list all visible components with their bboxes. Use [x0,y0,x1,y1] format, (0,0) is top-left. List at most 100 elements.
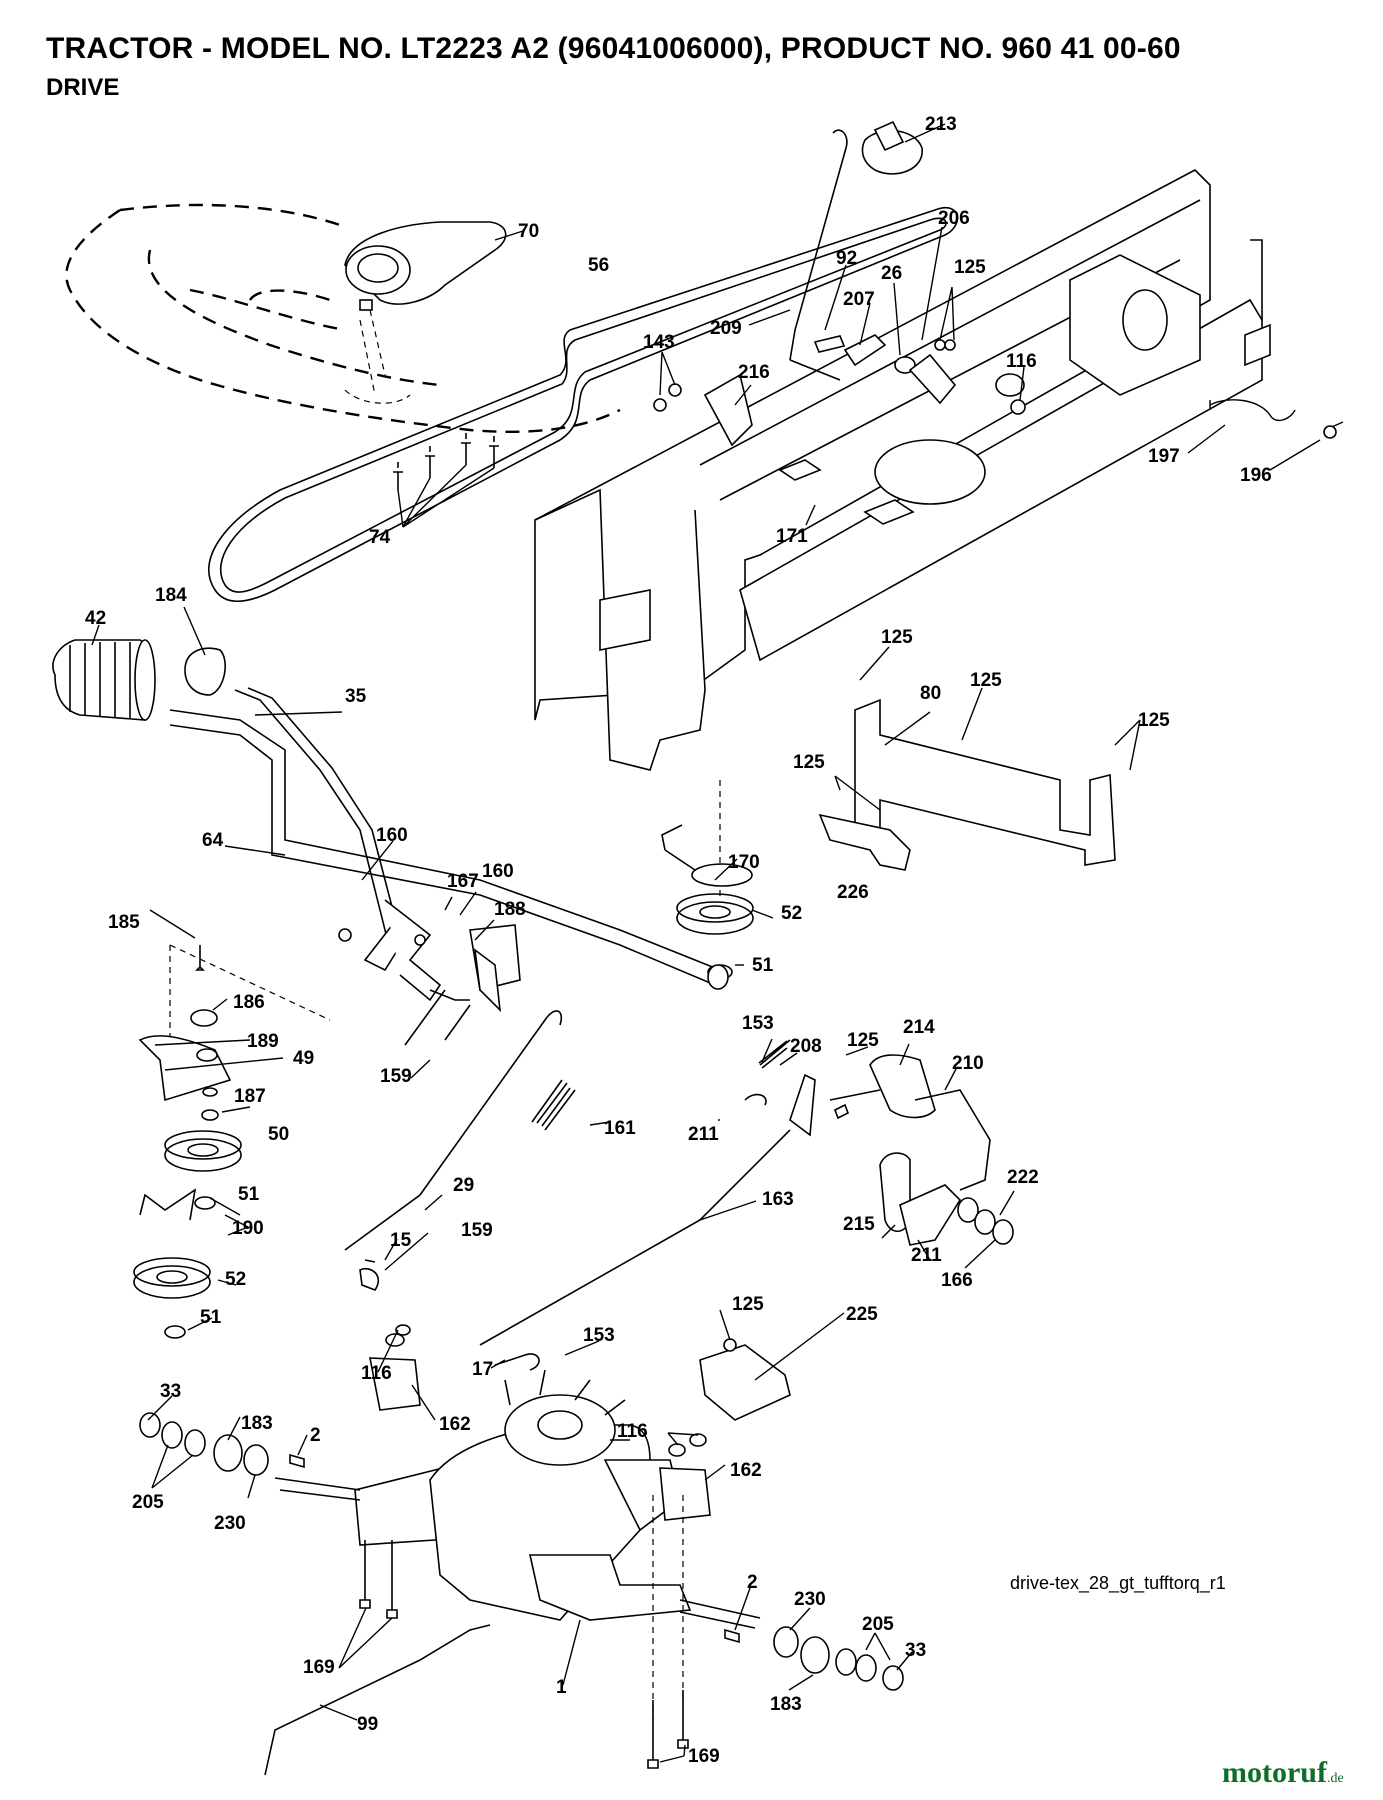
callout-230-left: 230 [214,1513,246,1534]
callout-1: 1 [556,1677,567,1698]
page-title: TRACTOR - MODEL NO. LT2223 A2 (960410060… [46,32,1181,65]
callout-52-upper: 52 [781,903,802,924]
callout-189: 189 [247,1031,279,1052]
callout-116-right: 116 [617,1421,648,1442]
belt-guide [344,221,507,376]
tractor-frame [534,169,1344,771]
callout-42: 42 [85,608,106,629]
callout-70: 70 [518,221,539,242]
callout-213: 213 [925,114,957,135]
drive-belt [208,207,959,602]
callout-125-top: 125 [954,257,986,278]
callout-207: 207 [843,289,875,310]
callout-183-right: 183 [770,1694,802,1715]
callout-208: 208 [790,1036,822,1057]
callout-143: 143 [643,332,675,353]
callout-leaders [91,123,1321,1763]
callout-161: 161 [604,1118,636,1139]
callout-64: 64 [202,830,224,851]
callout-170: 170 [728,852,760,873]
callout-29: 29 [453,1175,474,1196]
callout-230-right: 230 [794,1589,826,1610]
callout-214: 214 [903,1017,935,1038]
callout-186: 186 [233,992,265,1013]
callout-184: 184 [155,585,187,606]
rod-bracket [699,1338,791,1421]
callout-211-a: 211 [688,1124,719,1145]
mounting-brackets [719,698,1116,900]
callout-210: 210 [952,1053,984,1074]
callout-190: 190 [232,1218,264,1239]
transaxle-bolts [359,1495,689,1769]
callout-labels: 213 70 56 206 92 26 125 207 209 143 216 … [85,114,1272,1767]
callout-185: 185 [108,912,140,933]
callout-206: 206 [938,208,970,229]
callout-51-lower: 51 [200,1307,222,1328]
callout-211-b: 211 [911,1245,942,1266]
callout-52-lower: 52 [225,1269,246,1290]
callout-226: 226 [837,882,869,903]
callout-56: 56 [588,255,609,276]
callout-125-bracket-c: 125 [1138,710,1170,731]
callout-116-left: 116 [361,1363,392,1384]
callout-163: 163 [762,1189,794,1210]
callout-153-b: 153 [583,1325,615,1346]
watermark-tld: .de [1326,1771,1344,1786]
callout-162-left: 162 [439,1414,471,1435]
callout-197: 197 [1148,446,1180,467]
callout-159-b: 159 [461,1220,493,1241]
callout-187: 187 [234,1086,266,1107]
callout-33-left: 33 [160,1381,181,1402]
callout-116-frame: 116 [1006,351,1037,372]
section-subtitle: DRIVE [46,74,120,101]
callout-51-mid: 51 [238,1184,260,1205]
callout-169-left: 169 [303,1657,335,1678]
callout-171: 171 [776,526,808,547]
callout-166: 166 [941,1270,973,1291]
left-axle-hardware [139,1324,411,1476]
callout-99: 99 [357,1714,378,1735]
callout-125-bracket-b: 125 [970,670,1002,691]
watermark-name: motoruf [1222,1756,1327,1789]
brake-pedals [789,1054,1014,1246]
callout-222: 222 [1007,1167,1039,1188]
callout-215: 215 [843,1214,875,1235]
watermark-logo: motoruf.de [1222,1756,1344,1790]
callout-183-left: 183 [241,1413,273,1434]
callout-33-right: 33 [905,1640,926,1661]
control-rods [344,1010,791,1371]
callout-74: 74 [369,527,391,548]
callout-49: 49 [293,1048,314,1069]
mower-deck-outline [65,203,621,434]
callout-160-a: 160 [376,825,408,846]
callout-216: 216 [738,362,770,383]
callout-125-bracket-a: 125 [881,627,913,648]
callout-125-rod: 125 [732,1294,764,1315]
callout-15: 15 [390,1230,412,1251]
screw-set-74 [393,433,499,490]
callout-50: 50 [268,1124,289,1145]
callout-80: 80 [920,683,941,704]
transaxle [274,1357,761,1629]
callout-51-upper: 51 [752,955,774,976]
idler-pulley-upper [661,824,754,980]
callout-162-right: 162 [730,1460,762,1481]
diagram-reference-code: drive-tex_28_gt_tufftorq_r1 [1010,1573,1226,1593]
callout-159-a: 159 [380,1066,412,1087]
bypass-rod [264,1624,491,1776]
callout-17: 17 [472,1359,493,1380]
shaft-brackets [338,899,521,1046]
lever-grip [52,639,226,721]
callout-188: 188 [494,899,526,920]
lift-parts [653,334,1026,447]
callout-125-pedal: 125 [847,1030,879,1051]
callout-196: 196 [1240,465,1272,486]
callout-2-right: 2 [747,1572,758,1593]
callout-2-left: 2 [310,1425,321,1446]
callout-225: 225 [846,1304,878,1325]
callout-26: 26 [881,263,902,284]
callout-169-right: 169 [688,1746,720,1767]
callout-167: 167 [447,871,479,892]
callout-160-b: 160 [482,861,514,882]
